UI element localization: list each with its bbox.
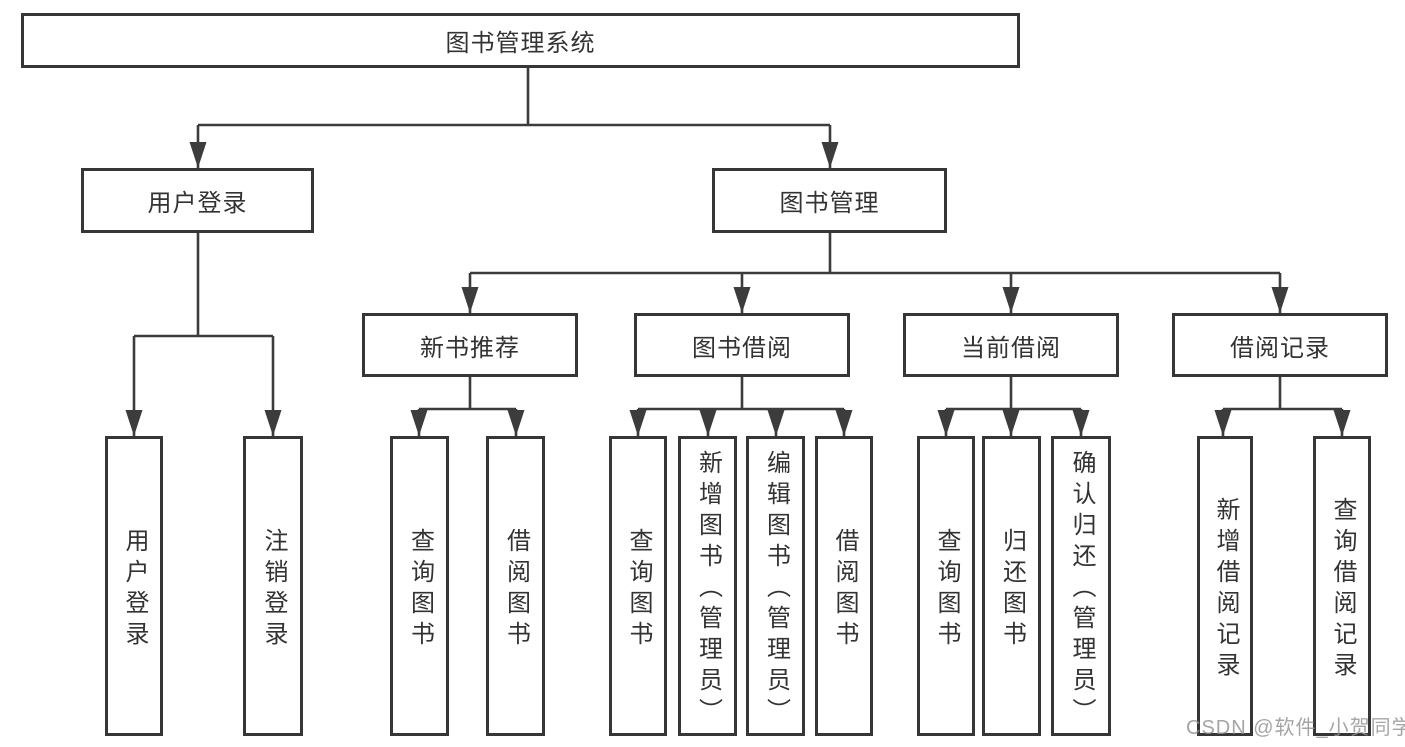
leaf-bb-add-books-admin: 新增图书（管理员） [678, 436, 737, 736]
node-new-book-recommend: 新书推荐 [362, 313, 578, 377]
csdn-watermark: CSDN @软件_小贺同学 [1186, 717, 1405, 739]
leaf-rec-query-books: 查询图书 [390, 436, 449, 736]
node-book-borrowing: 图书借阅 [634, 313, 850, 377]
leaf-bb-edit-books-admin-label: 编辑图书（管理员） [762, 450, 790, 729]
leaf-user-login-label: 用户登录 [121, 527, 148, 652]
leaf-cb-query-books: 查询图书 [917, 436, 975, 736]
node-library-system: 图书管理系统 [21, 13, 1020, 68]
leaf-cb-confirm-return-admin-label: 确认归还（管理员） [1068, 450, 1095, 729]
leaf-br-query-record-label: 查询借阅记录 [1329, 496, 1356, 683]
leaf-rec-borrow-books-label: 借阅图书 [502, 527, 530, 652]
node-borrowing-records-label: 借阅记录 [1230, 334, 1330, 362]
leaf-br-add-record: 新增借阅记录 [1197, 436, 1253, 736]
leaf-cb-confirm-return-admin: 确认归还（管理员） [1051, 436, 1111, 736]
leaf-bb-add-books-admin-label: 新增图书（管理员） [694, 450, 722, 729]
leaf-bb-query-books-label: 查询图书 [625, 527, 652, 652]
leaf-cb-return-books-label: 归还图书 [998, 527, 1026, 652]
node-user-login-label: 用户登录 [147, 190, 248, 217]
leaf-cb-return-books: 归还图书 [982, 436, 1041, 736]
leaf-rec-borrow-books: 借阅图书 [486, 436, 545, 736]
node-new-book-recommend-label: 新书推荐 [420, 334, 520, 362]
leaf-cb-query-books-label: 查询图书 [933, 527, 960, 652]
node-borrowing-records: 借阅记录 [1172, 313, 1388, 377]
leaf-rec-query-books-label: 查询图书 [406, 527, 434, 652]
node-book-management-label: 图书管理 [779, 190, 880, 217]
arrowheads [125, 142, 1351, 436]
node-book-management: 图书管理 [712, 168, 947, 233]
node-current-borrowing-label: 当前借阅 [961, 334, 1061, 362]
leaf-logout: 注销登录 [243, 436, 303, 736]
leaf-logout-label: 注销登录 [260, 527, 287, 652]
leaf-br-add-record-label: 新增借阅记录 [1212, 496, 1239, 683]
leaf-bb-borrow-books-label: 借阅图书 [831, 527, 858, 652]
node-current-borrowing: 当前借阅 [903, 313, 1119, 377]
node-book-borrowing-label: 图书借阅 [692, 334, 792, 362]
node-user-login: 用户登录 [81, 168, 314, 233]
leaf-br-query-record: 查询借阅记录 [1313, 436, 1371, 736]
leaf-bb-edit-books-admin: 编辑图书（管理员） [746, 436, 805, 736]
leaf-bb-borrow-books: 借阅图书 [815, 436, 873, 736]
node-library-system-label: 图书管理系统 [445, 30, 596, 57]
leaf-user-login: 用户登录 [105, 436, 163, 736]
leaf-bb-query-books: 查询图书 [609, 436, 667, 736]
